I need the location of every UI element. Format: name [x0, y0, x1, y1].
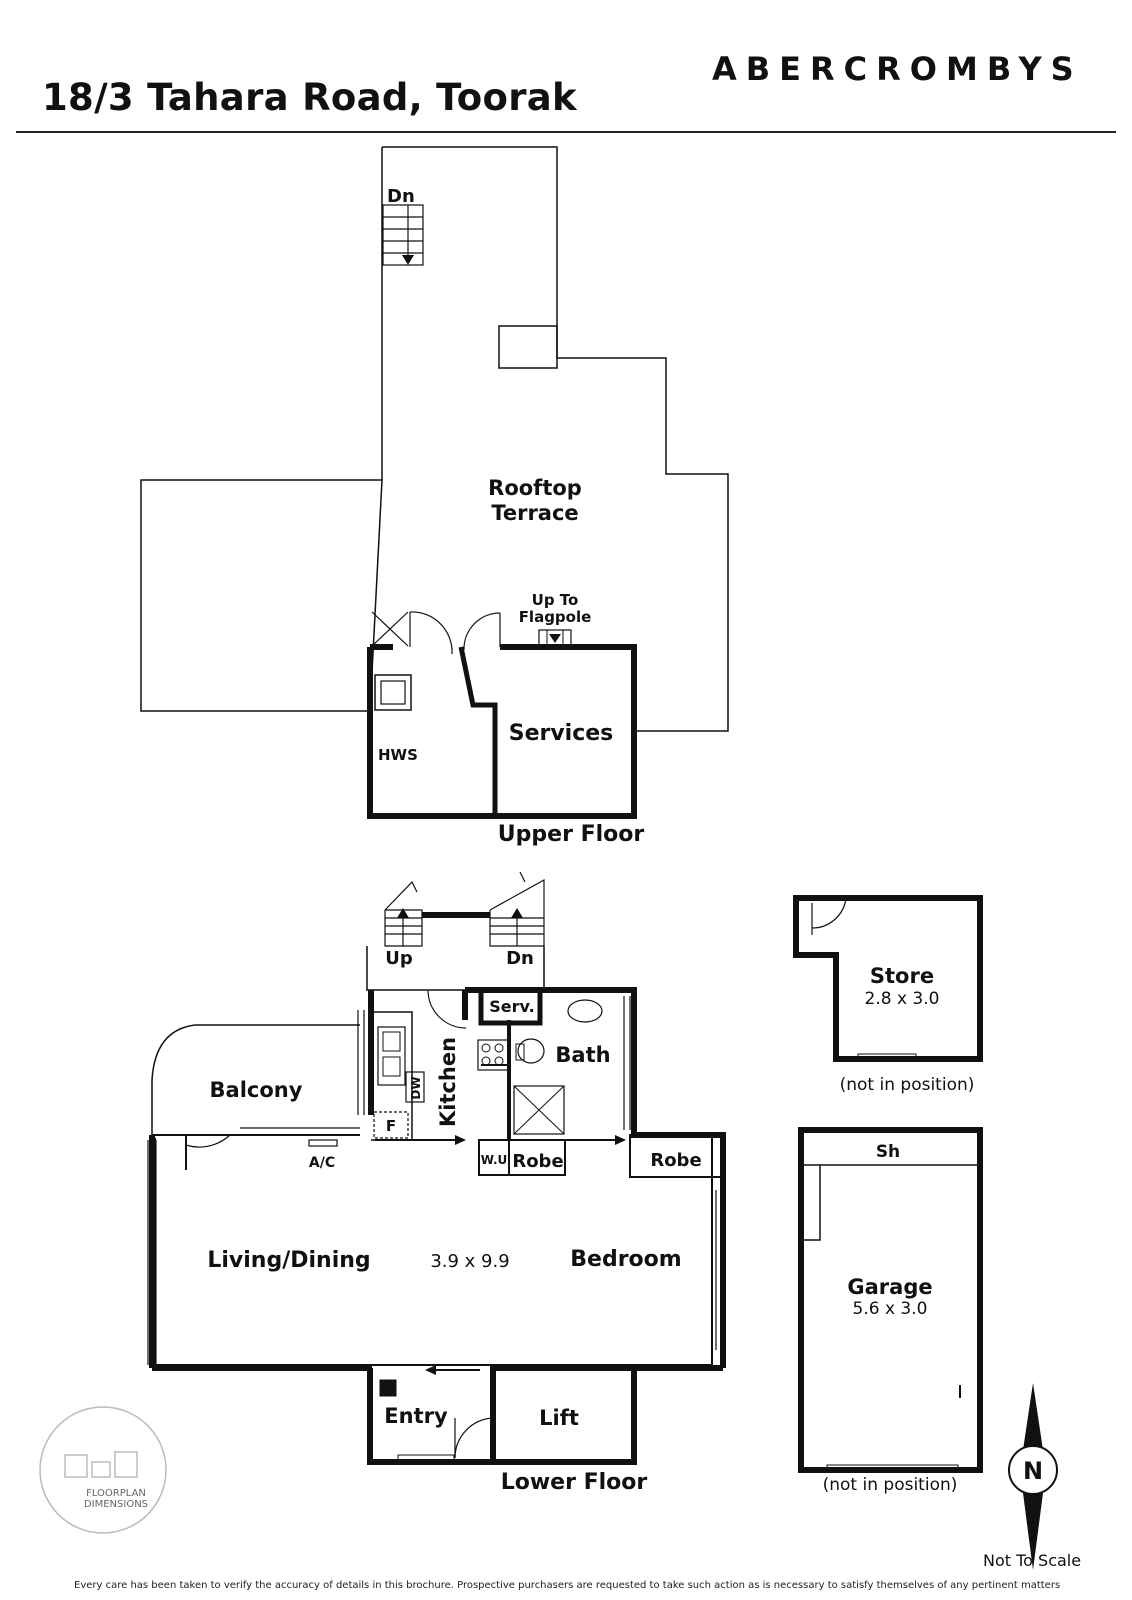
lower-floor-plan — [147, 871, 726, 1465]
rooftop-terrace-label-2: Terrace — [491, 501, 578, 525]
footer-disclaimer: Every care has been taken to verify the … — [74, 1580, 1061, 1591]
north-compass-icon — [1008, 1383, 1058, 1570]
agency-brand-logo: ABERCROMBYS — [712, 50, 1083, 88]
store-size-label: 2.8 x 3.0 — [865, 989, 940, 1009]
ac-unit — [308, 1139, 338, 1147]
compass-n-label: N — [1023, 1457, 1043, 1485]
lower-stair-up-label: Up — [385, 948, 413, 969]
bath-basin — [567, 999, 603, 1023]
garage-note-label: (not in position) — [823, 1475, 958, 1495]
wu-label: W.U — [481, 1153, 508, 1167]
upper-stair-dn-label: Dn — [387, 186, 415, 207]
services-label: Services — [509, 721, 614, 746]
fridge — [373, 1111, 409, 1139]
lower-stair-dn-label: Dn — [506, 948, 534, 969]
garage-plan — [798, 1127, 983, 1473]
flagpole-label-1: Up To — [532, 591, 579, 609]
garage-shelf-label: Sh — [876, 1142, 900, 1162]
cooktop — [477, 1039, 509, 1071]
flagpole-ladder — [538, 629, 572, 647]
robe-2-label: Robe — [650, 1150, 701, 1171]
lower-stair-up — [384, 880, 423, 947]
store-label: Store — [870, 964, 934, 988]
lift-label: Lift — [539, 1406, 579, 1430]
entry-lift-walls — [367, 1365, 637, 1465]
toilet — [517, 1038, 545, 1064]
upper-stair-down — [382, 204, 424, 266]
hws-unit — [374, 674, 412, 711]
ac-label: A/C — [309, 1155, 335, 1171]
services-block-walls — [367, 644, 637, 819]
wu-box — [478, 1139, 510, 1176]
not-to-scale-note: Not To Scale — [983, 1551, 1082, 1570]
lower-floor-caption: Lower Floor — [501, 1470, 648, 1495]
logo-caption: FLOORPLAN DIMENSIONS — [56, 1488, 176, 1510]
upper-floor-caption: Upper Floor — [498, 822, 645, 847]
garage-size-label: 5.6 x 3.0 — [853, 1299, 928, 1319]
serv-label: Serv. — [489, 997, 534, 1016]
entry-label: Entry — [384, 1404, 448, 1428]
header-divider — [16, 131, 1116, 133]
living-dining-label: Living/Dining — [207, 1248, 370, 1273]
dishwasher — [405, 1071, 425, 1103]
door-swing-2 — [463, 612, 501, 651]
logo-line-1: FLOORPLAN — [86, 1488, 146, 1499]
door-swing-1 — [409, 611, 453, 655]
store-note-label: (not in position) — [840, 1075, 975, 1095]
floorplan-dimensions-logo-icon — [39, 1406, 167, 1534]
dimensions-label: 3.9 x 9.9 — [430, 1251, 509, 1272]
rooftop-terrace-label-1: Rooftop — [488, 476, 582, 500]
store-plan — [793, 895, 983, 1062]
garage-label: Garage — [847, 1275, 932, 1299]
stair-arrow-icon — [402, 255, 414, 265]
dw-label: DW — [409, 1076, 423, 1099]
balcony-outline — [151, 1024, 360, 1135]
rooftop-terrace-outline — [140, 146, 729, 732]
robe-1-label: Robe — [512, 1151, 563, 1172]
flagpole-label-2: Flagpole — [519, 608, 592, 626]
logo-line-2: DIMENSIONS — [83, 1499, 149, 1510]
fridge-label: F — [386, 1117, 396, 1135]
bath-label: Bath — [555, 1043, 610, 1067]
kitchen-sink — [377, 1026, 406, 1086]
hws-label: HWS — [378, 746, 418, 764]
property-address: 18/3 Tahara Road, Toorak — [42, 76, 577, 119]
terrace-pillar — [498, 325, 558, 369]
balcony-label: Balcony — [210, 1078, 303, 1102]
robe-box-2 — [629, 1134, 724, 1178]
kitchen-label: Kitchen — [436, 1037, 460, 1127]
upper-floor-plan — [140, 146, 729, 819]
shower — [513, 1085, 565, 1135]
bedroom-label: Bedroom — [570, 1247, 681, 1272]
